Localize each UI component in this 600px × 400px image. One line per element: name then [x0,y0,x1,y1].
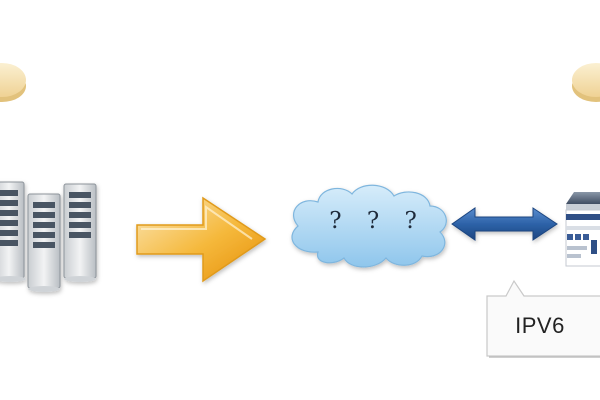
orange-right-arrow [136,196,267,283]
server-cluster-icon [0,181,97,292]
server-tower-right [63,183,97,282]
ipv6-callout [486,279,600,358]
ipv6-label: IPV6 [515,313,565,338]
node-top-left [0,63,26,102]
server-tower-left [0,181,25,279]
network-device-icon [565,192,600,267]
cloud-unknown-label: ? ? ? [329,208,419,234]
node-top-right [572,63,600,102]
cloud-shape [291,184,447,268]
server-tower-middle [27,193,61,292]
blue-double-arrow [451,207,558,241]
